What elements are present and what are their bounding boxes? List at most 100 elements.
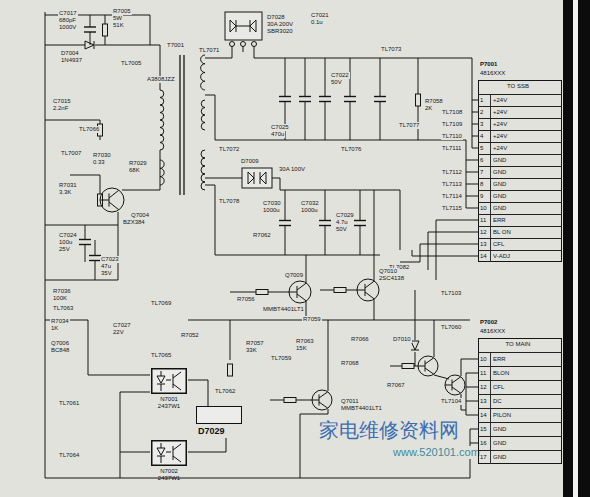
- wire: [85, 245, 86, 262]
- part-label: TL7060: [440, 324, 462, 331]
- wire: [466, 140, 467, 208]
- node-text: 8: [480, 179, 483, 190]
- wire: [88, 320, 150, 375]
- part-label: 30A 100V: [278, 166, 306, 173]
- cell-divider: [490, 191, 491, 202]
- cell-divider: [490, 215, 491, 226]
- wire: [120, 452, 150, 453]
- transistor-symbol: [312, 390, 332, 410]
- node-text: 11: [480, 215, 486, 226]
- part-label: 47u: [100, 263, 112, 270]
- node-text: N7002: [150, 468, 188, 475]
- capacitor-plate: [279, 225, 291, 226]
- node-text: 7: [480, 167, 483, 178]
- node-text: 16: [480, 437, 487, 450]
- part-label: C7027: [112, 322, 132, 329]
- wire: [466, 160, 478, 161]
- part-label: 100u: [58, 239, 73, 246]
- capacitor-symbol: [279, 221, 291, 226]
- part-label: R7066: [350, 336, 370, 343]
- wire: [285, 226, 286, 255]
- wire: [380, 102, 381, 140]
- part-label: D7010: [392, 336, 412, 343]
- resistor-symbol: [402, 364, 414, 369]
- pin-row: 12BL ON: [478, 226, 562, 238]
- part-label: TL7108: [441, 109, 463, 116]
- part-label: C7017: [58, 10, 78, 17]
- pin-row: 10GND: [478, 202, 562, 214]
- optocoupler-body: [151, 440, 187, 466]
- pin-row: 8 GND: [478, 178, 562, 190]
- node-text: +24V: [493, 143, 507, 154]
- part-label: 1N4937: [60, 57, 83, 64]
- cell-divider: [490, 203, 491, 214]
- wire-connector: [188, 380, 208, 406]
- cell-divider: [490, 143, 491, 154]
- part-label: 0.33: [92, 159, 106, 166]
- node-text: V-ADJ: [493, 251, 510, 262]
- wire: [466, 415, 478, 416]
- wire: [268, 292, 289, 293]
- cell-divider: [490, 451, 491, 464]
- wire: [466, 373, 467, 415]
- wire: [360, 226, 361, 255]
- part-label: 15K: [295, 345, 308, 352]
- part-label: 1K: [50, 325, 59, 332]
- capacitor-plate: [84, 31, 96, 32]
- wire: [466, 401, 478, 402]
- node-text: GND: [493, 179, 506, 190]
- wire: [346, 290, 357, 291]
- part-label: MMBT4401LT1: [262, 306, 305, 313]
- resistor-symbol: [228, 364, 233, 376]
- cell-divider: [490, 381, 491, 394]
- capacitor-plate: [319, 225, 331, 226]
- pin-row: 14V-ADJ: [478, 250, 562, 262]
- part-label: 680pF: [58, 17, 77, 24]
- part-label: 50V: [335, 226, 348, 233]
- diode-package: [225, 12, 262, 40]
- wire: [296, 400, 312, 401]
- node-text: GND: [493, 155, 506, 166]
- transistor-leads: [312, 392, 328, 408]
- wire: [466, 373, 478, 374]
- capacitor-plate: [319, 101, 331, 102]
- capacitor-plate: [84, 26, 96, 27]
- part-label: TL7061: [58, 400, 80, 407]
- transistor-body: [100, 188, 124, 212]
- optocoupler-symbol: [157, 371, 181, 391]
- wire: [466, 387, 478, 388]
- node-text: 4: [480, 131, 483, 142]
- cell-divider: [490, 107, 491, 118]
- part-label: TL7066: [78, 126, 100, 133]
- pin-row: 11BLON: [478, 366, 562, 380]
- capacitor-plate: [344, 101, 356, 102]
- wire: [461, 359, 478, 376]
- part-label: TL7059: [270, 355, 292, 362]
- part-label: 68K: [128, 167, 141, 174]
- part-label: TL7112: [441, 169, 463, 176]
- node-text: P7002: [480, 319, 497, 326]
- wire: [434, 320, 435, 357]
- capacitor-plate: [374, 96, 386, 97]
- wire: [95, 261, 96, 280]
- part-label: TL7065: [150, 352, 172, 359]
- wire: [45, 478, 470, 479]
- wire: [470, 443, 478, 444]
- connector-table: P70024816XXXTO MAIN10ERR11BLON12CFL13DC1…: [478, 318, 562, 464]
- node-text: 12: [480, 227, 487, 238]
- node-text: 17: [480, 451, 487, 464]
- wire: [305, 58, 306, 96]
- capacitor-plate: [354, 220, 366, 221]
- node-text: GND: [493, 203, 506, 214]
- transistor-body: [418, 356, 438, 376]
- part-label: A3808JZZ: [146, 76, 176, 83]
- capacitor-symbol: [319, 221, 331, 226]
- node-text: GND: [493, 423, 506, 436]
- part-label: R7068: [340, 360, 360, 367]
- pin-row: 7GND: [478, 166, 562, 178]
- part-label: BC848: [50, 347, 70, 354]
- part-label: TL7109: [441, 121, 463, 128]
- part-label: R7029: [128, 160, 148, 167]
- capacitor-symbol: [79, 240, 91, 245]
- capacitor-plate: [299, 101, 311, 102]
